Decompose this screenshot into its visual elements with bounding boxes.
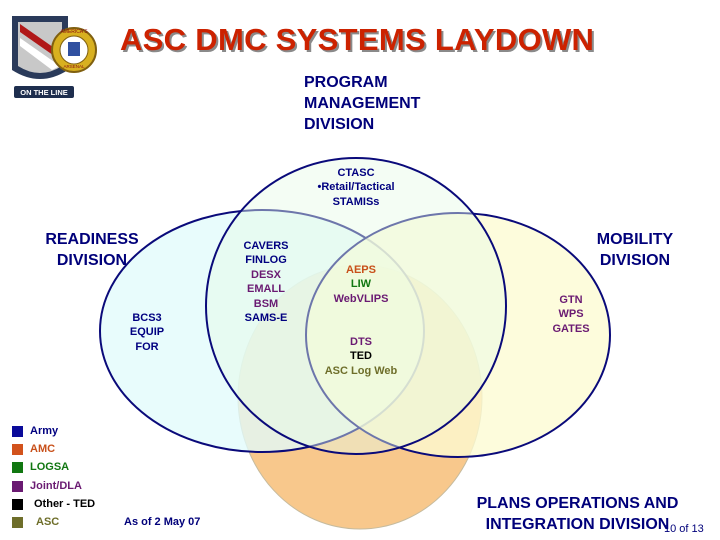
dts-systems: DTS TED ASC Log Web bbox=[324, 336, 398, 377]
ctasc-systems: CTASC •Retail/Tactical STAMISs bbox=[317, 167, 395, 208]
aeps-systems: AEPS LIW WebVLIPS bbox=[333, 264, 389, 305]
legend-swatch-army bbox=[12, 426, 23, 437]
page-title: ASC DMC SYSTEMS LAYDOWN bbox=[120, 22, 595, 57]
svg-text:AMERICA'S: AMERICA'S bbox=[60, 29, 88, 35]
cavers-systems: CAVERS FINLOG DESX EMALL BSM SAMS-E bbox=[243, 240, 289, 325]
legend-swatch-other-ted bbox=[12, 499, 23, 510]
legend-swatch-logsa bbox=[12, 462, 23, 473]
legend-swatch-amc bbox=[12, 444, 23, 455]
circle-program bbox=[205, 157, 507, 455]
program-management-division-label: PROGRAM MANAGEMENT DIVISION bbox=[304, 74, 421, 133]
svg-text:ON THE LINE: ON THE LINE bbox=[20, 88, 68, 97]
svg-text:ARSENAL: ARSENAL bbox=[63, 64, 85, 69]
circle-mobility bbox=[305, 212, 611, 458]
legend-swatch-joint-dla bbox=[12, 481, 23, 492]
readiness-division-label: READINESS DIVISION bbox=[45, 231, 139, 269]
gtn-systems: GTN WPS GATES bbox=[552, 294, 590, 335]
slide-number: 10 of 13 bbox=[664, 523, 704, 535]
army-logo: AMERICA'S ARSENAL ON THE LINE bbox=[12, 16, 97, 98]
bcs3-systems: BCS3 EQUIP FOR bbox=[129, 312, 165, 353]
mobility-division-label: MOBILITY DIVISION bbox=[596, 231, 674, 269]
as-of-date: As of 2 May 07 bbox=[124, 516, 201, 528]
legend-swatch-asc bbox=[12, 517, 23, 528]
logo-banner bbox=[14, 86, 74, 98]
plans-operations-division-label: PLANS OPERATIONS AND INTEGRATION DIVISIO… bbox=[476, 495, 679, 533]
